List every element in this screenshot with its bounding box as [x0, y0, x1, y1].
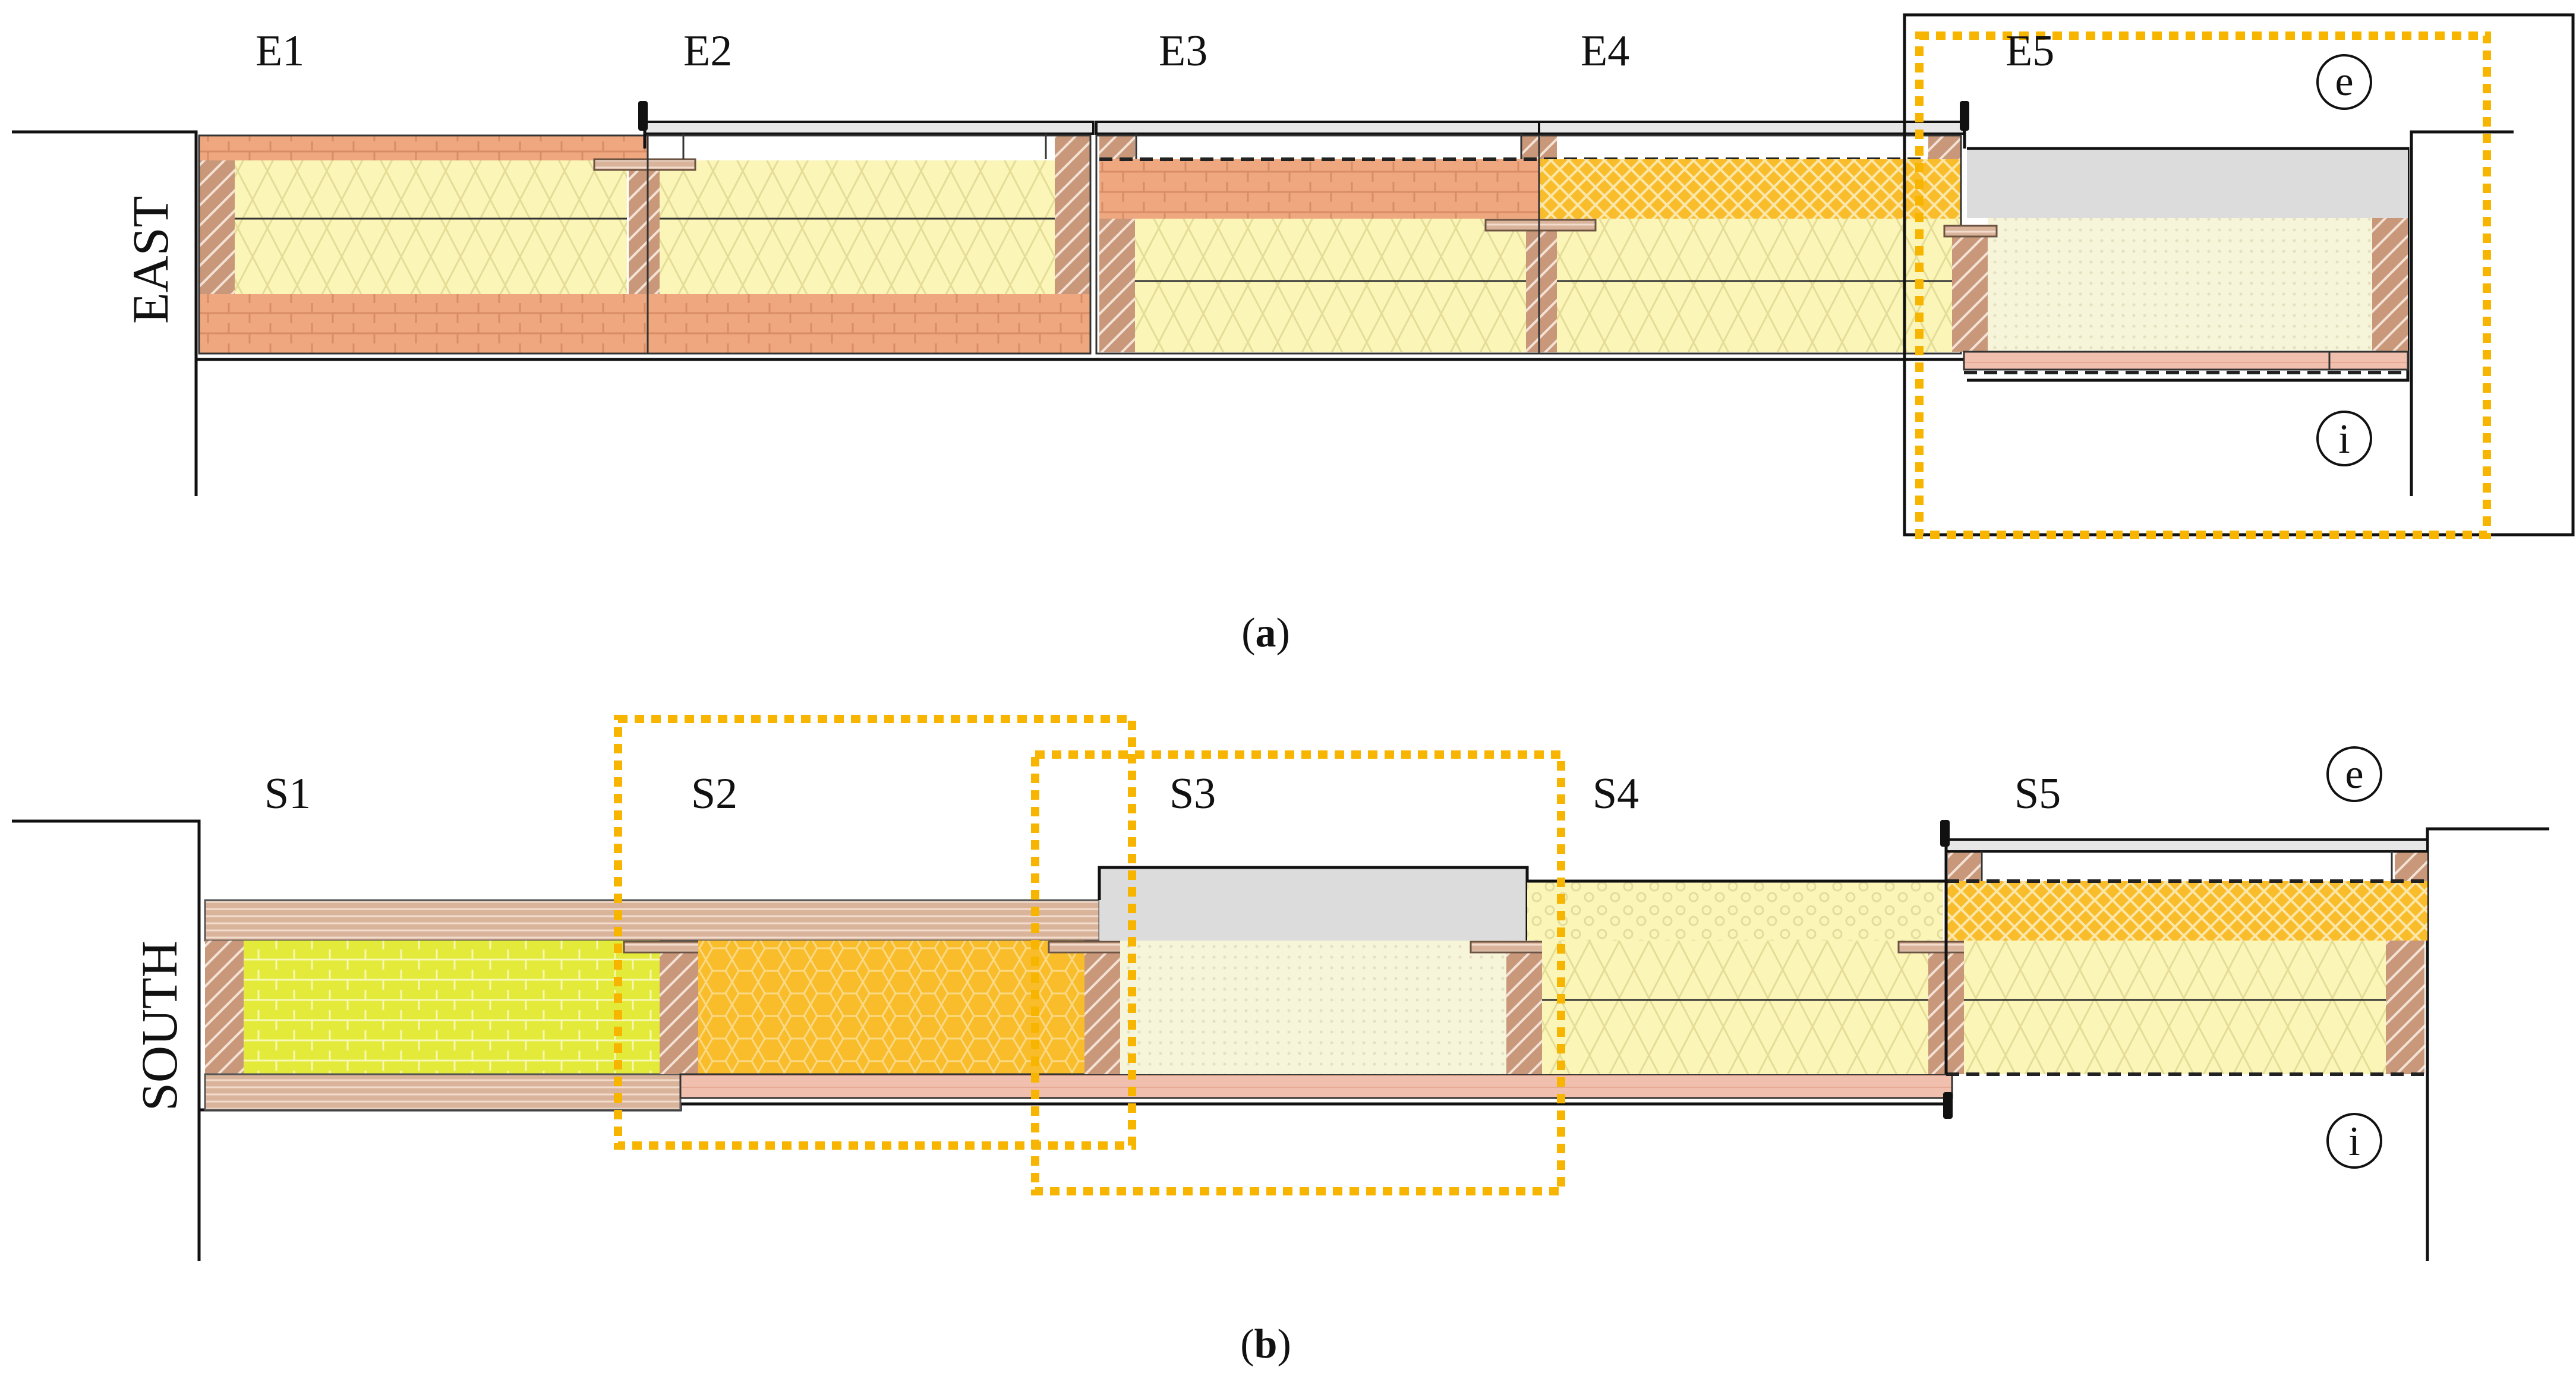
e5-timber-right — [2372, 218, 2408, 352]
e5-highlight — [1915, 31, 2491, 539]
interior-symbol-b-text: i — [2348, 1119, 2360, 1165]
s2-board — [679, 1073, 1953, 1099]
e4-timber-top-right — [1928, 135, 1961, 159]
interior-symbol-a-text: i — [2338, 417, 2350, 462]
e3-cladding — [1095, 121, 1540, 135]
s5-cladding — [1945, 838, 2429, 853]
panel-b-south: S1 S2 S3 S4 S5 SOUTH e i (b) — [12, 715, 2549, 1367]
e4-cladding — [1538, 121, 1965, 135]
segment-label-s5: S5 — [2014, 769, 2061, 818]
exterior-symbol-a — [2316, 54, 2372, 110]
s5-wool — [1964, 941, 2386, 1074]
s3-timber-left — [1084, 948, 1120, 1074]
s5-timber-top-right — [2395, 853, 2427, 881]
exterior-symbol-a-text: e — [2335, 59, 2353, 105]
interior-symbol-a — [2316, 411, 2372, 466]
e1-timber-left — [199, 160, 235, 294]
e1-brick-bottom — [199, 294, 648, 354]
s2-honeycomb — [698, 941, 1084, 1074]
exterior-symbol-b-text: e — [2345, 752, 2363, 797]
outline-right-a — [2410, 130, 2514, 496]
s5-crosshatch — [1946, 881, 2427, 941]
segment-label-e5: E5 — [2006, 27, 2054, 75]
e2-fixing-left — [638, 101, 648, 131]
segment-label-s4: S4 — [1593, 769, 1639, 818]
e3-brick — [1099, 159, 1539, 219]
caption-a: (a) — [1241, 610, 1290, 656]
caption-b: (b) — [1240, 1321, 1291, 1367]
orientation-label-east: EAST — [122, 196, 179, 324]
e4-stud — [1526, 226, 1557, 352]
s3-aerogel — [1120, 941, 1506, 1074]
e4-stud-flange — [1484, 219, 1597, 232]
e2-stud — [629, 166, 660, 294]
e2-brick-bottom — [648, 294, 1090, 354]
s1-wood-fibre — [244, 941, 660, 1074]
e4-wool — [1557, 219, 1961, 352]
segment-label-s1: S1 — [264, 769, 311, 818]
e2-stud-flange — [593, 158, 696, 171]
orientation-label-south: SOUTH — [131, 941, 188, 1111]
e1-brick-top — [199, 135, 648, 160]
segment-label-s2: S2 — [691, 769, 737, 818]
segment-label-e4: E4 — [1581, 27, 1629, 75]
outline-right-b — [2426, 827, 2549, 1261]
s1-timber-left — [205, 941, 244, 1074]
interior-symbol-b — [2326, 1113, 2382, 1169]
panel-a-east: E1 E2 E3 E4 E5 EAST e i (a) — [12, 13, 2575, 656]
s2-highlight — [614, 715, 1136, 1150]
segment-label-e1: E1 — [256, 27, 304, 75]
s1-board-top — [204, 899, 1101, 942]
outline-left-a — [12, 130, 198, 496]
s5-timber-top-left — [1948, 853, 1981, 881]
e3-timber-top — [1099, 135, 1135, 159]
s5-fixing-bottom — [1943, 1092, 1953, 1119]
e1-wool — [235, 160, 627, 294]
e3-wool — [1135, 219, 1539, 352]
segment-label-e2: E2 — [683, 27, 732, 75]
e2-wool — [660, 160, 1055, 294]
s5-timber-right — [2386, 941, 2424, 1074]
exterior-symbol-b — [2326, 746, 2382, 802]
e2-timber-right — [1055, 135, 1090, 294]
s2-stud — [660, 948, 698, 1074]
segment-label-e3: E3 — [1159, 27, 1207, 75]
s3-timber-right — [1506, 948, 1542, 1074]
e5-aerogel — [1988, 218, 2372, 352]
e5-grey-panel — [1967, 150, 2408, 218]
e4-crosshatch — [1539, 159, 1961, 219]
e3-timber-left — [1099, 219, 1135, 352]
s1-board-bottom — [204, 1073, 682, 1111]
s4-granular — [1527, 881, 1943, 941]
outline-left-b — [12, 819, 201, 1261]
segment-label-s3: S3 — [1169, 769, 1216, 818]
s5-fixing-top — [1940, 820, 1950, 847]
e5-board — [1963, 351, 2409, 371]
e2-cladding — [644, 121, 1095, 135]
e5-timber-left — [1952, 233, 1988, 352]
s3-grey-panel — [1099, 867, 1527, 941]
e5-timber-left-flange — [1943, 225, 1998, 238]
s4-wool — [1542, 941, 1928, 1074]
